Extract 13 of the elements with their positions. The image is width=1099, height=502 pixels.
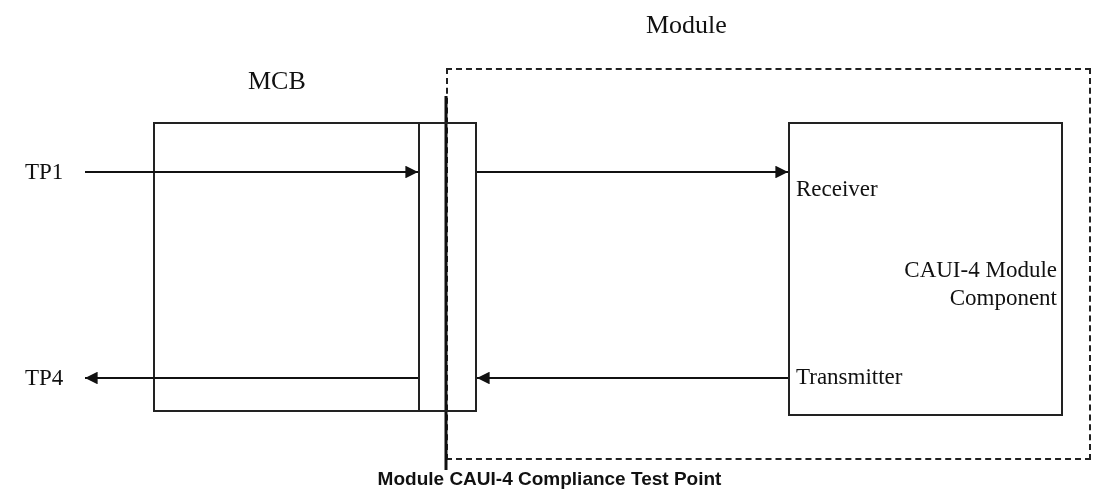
component-title: CAUI-4 Module Component — [903, 256, 1057, 312]
arrow — [476, 165, 789, 179]
caption: Module CAUI-4 Compliance Test Point — [377, 468, 722, 490]
test-point-label: TP4 — [25, 363, 85, 393]
test-point-label: TP1 — [25, 157, 85, 187]
arrow — [84, 165, 419, 179]
component-box — [788, 122, 1063, 416]
arrow — [476, 371, 789, 385]
port-label: Transmitter — [796, 364, 903, 390]
group-title: Module — [646, 10, 727, 40]
port-label: Receiver — [796, 176, 878, 202]
group-title: MCB — [248, 66, 306, 96]
arrow — [84, 371, 419, 385]
